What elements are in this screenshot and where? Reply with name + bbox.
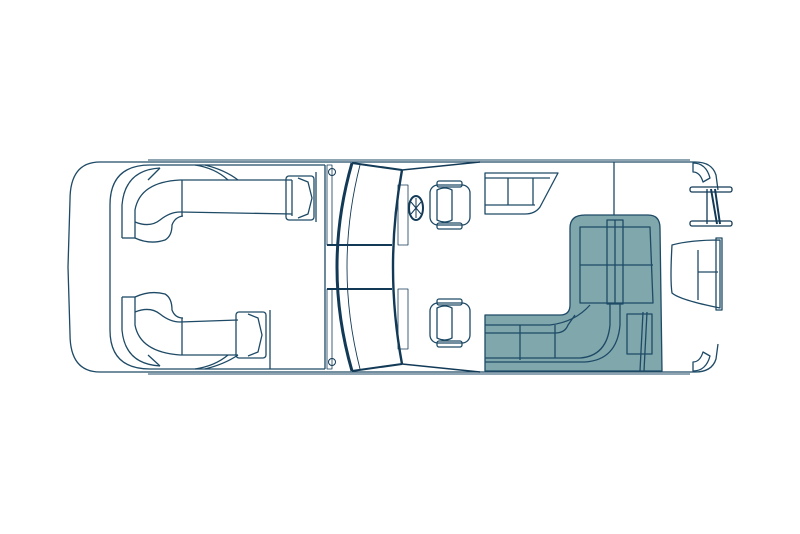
bow-seat-bottom-backrest xyxy=(235,311,267,359)
helm-seat-port xyxy=(429,180,471,230)
stern-platform xyxy=(670,237,723,311)
bow-seat-top-backrest xyxy=(285,175,315,221)
hull-outline xyxy=(67,159,719,375)
helm-seat-starboard xyxy=(429,298,471,348)
bow-lounge-top xyxy=(121,164,317,243)
side-storage-top xyxy=(484,172,559,215)
steering-wheel-icon xyxy=(408,195,424,221)
aft-l-lounge-highlighted xyxy=(484,214,663,372)
stern-corners xyxy=(692,162,711,372)
boarding-ladder-icon xyxy=(689,186,733,227)
bow-deck xyxy=(109,164,326,370)
windshield-console xyxy=(326,161,481,373)
bow-lounge-bottom xyxy=(121,291,271,370)
